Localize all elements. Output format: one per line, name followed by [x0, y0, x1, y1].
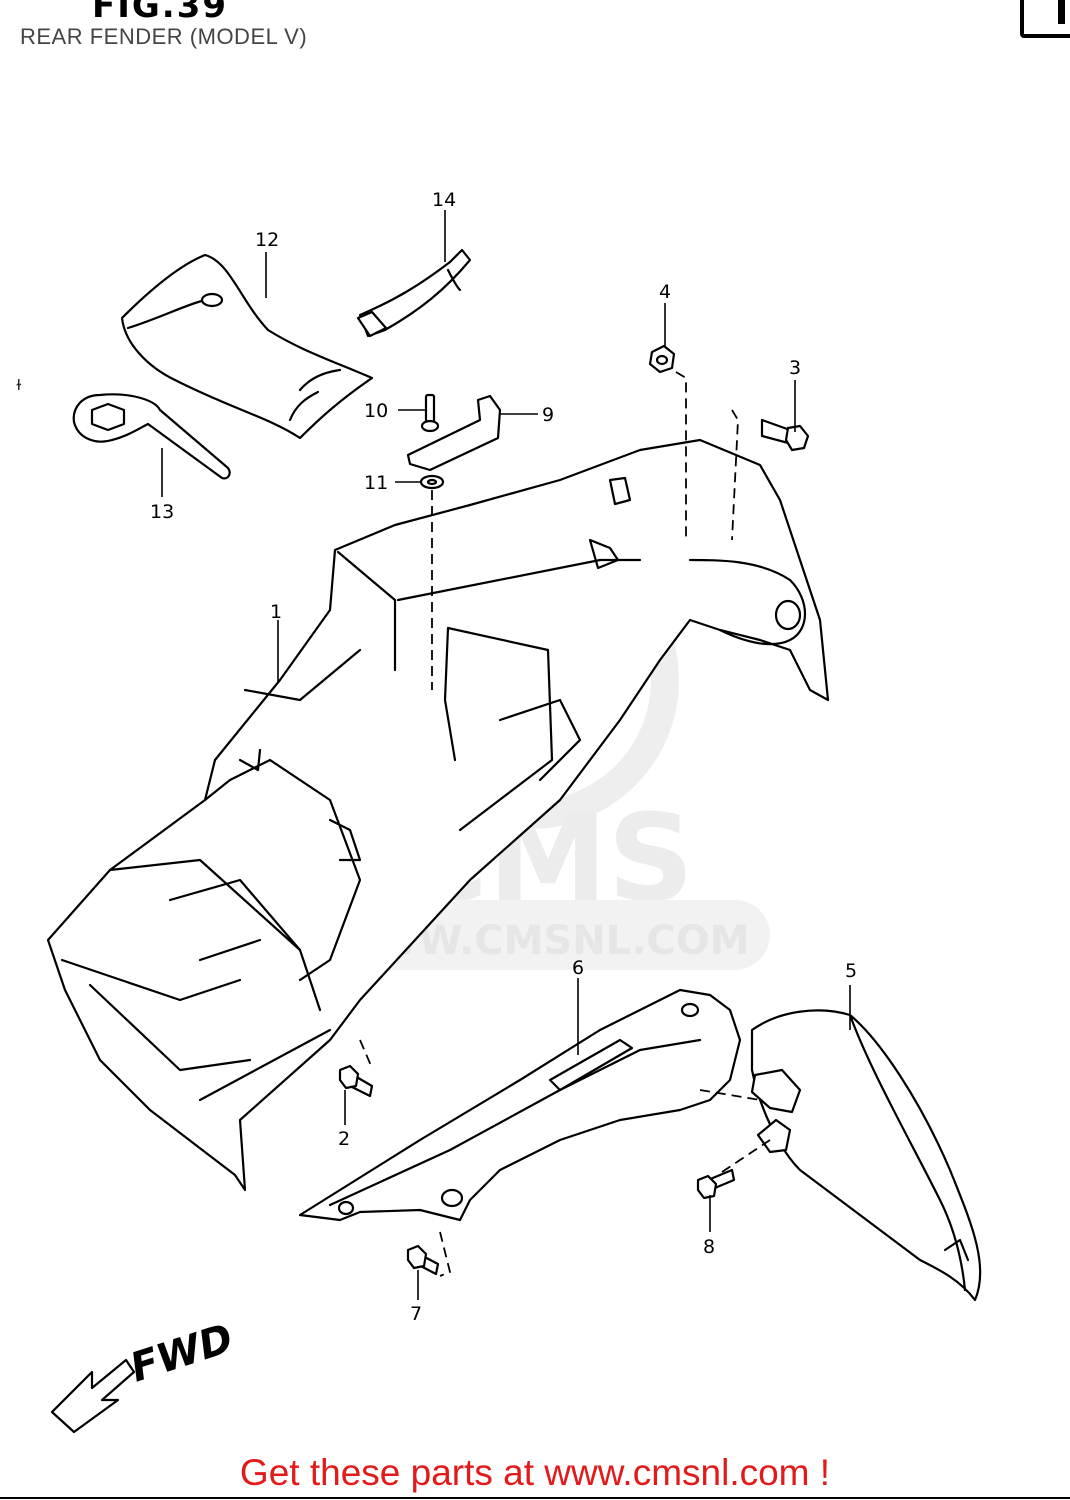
callout-7: 7 [410, 1303, 422, 1325]
fwd-label: FWD [125, 1315, 239, 1391]
callout-14: 14 [432, 189, 456, 211]
part-1-rear-fender [46, 438, 830, 1192]
part-3-bolt [760, 418, 810, 452]
part-13-spanner-wrench [72, 393, 231, 480]
callout-12: 12 [255, 229, 279, 251]
part-8-bolt [696, 1168, 736, 1200]
part-5-mudguard [750, 1009, 982, 1302]
callout-3: 3 [789, 357, 801, 379]
assembly-guide-lines [359, 371, 771, 1277]
figure-title: FIG.39 [92, 0, 229, 26]
part-11-washer [419, 474, 445, 490]
callout-6: 6 [572, 957, 584, 979]
diagram-subtitle: REAR FENDER (MODEL V) [20, 24, 308, 49]
footer-divider [0, 1497, 1070, 1499]
part-14-strap [356, 248, 472, 338]
part-2-bolt [338, 1064, 374, 1098]
exploded-parts-diagram: CMS WWW.CMSNL.COM [16, 189, 982, 1434]
margin-mark: ɫ [16, 378, 22, 394]
part-4-nut [648, 344, 676, 374]
callout-9: 9 [542, 404, 554, 426]
part-7-bolt [406, 1244, 440, 1276]
part-12-tool-bag [120, 253, 374, 440]
footer-banner[interactable]: Get these parts at www.cmsnl.com ! [239, 1452, 831, 1493]
callout-2: 2 [338, 1128, 350, 1150]
part-10-bolt [420, 393, 440, 433]
callout-numbers: 1 2 3 4 5 6 7 8 9 10 11 12 13 14 [150, 189, 857, 1325]
callout-10: 10 [364, 400, 388, 422]
part-9-bracket [406, 394, 502, 472]
forward-direction-indicator: FWD [50, 1315, 239, 1434]
callout-leaders [161, 210, 851, 1300]
callout-8: 8 [703, 1236, 715, 1258]
page-corner-tab [1020, 0, 1070, 38]
callout-1: 1 [270, 601, 282, 623]
callout-13: 13 [150, 501, 174, 523]
part-6-inner-fender [298, 988, 742, 1222]
callout-5: 5 [845, 960, 857, 982]
callout-11: 11 [364, 472, 388, 494]
forward-arrow-icon [50, 1358, 136, 1434]
callout-4: 4 [659, 281, 671, 303]
